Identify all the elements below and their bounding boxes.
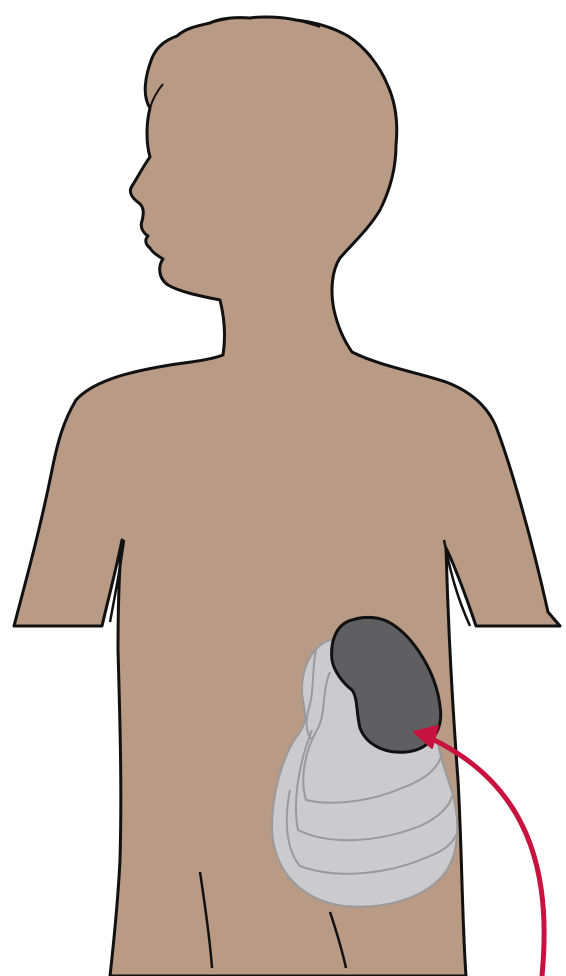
anatomy-figure [0,0,566,976]
